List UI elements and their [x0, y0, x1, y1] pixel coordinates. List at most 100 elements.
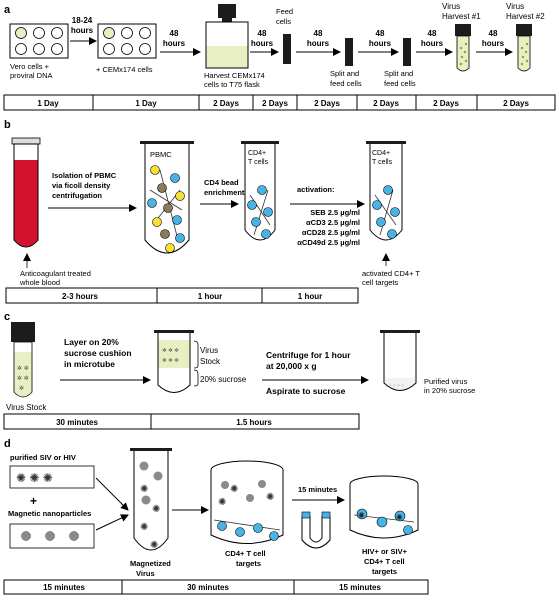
sucrose-microtube: ✲ ✲ ✲ ✲ ✲ ✲	[154, 330, 194, 393]
isolation-label-1: Isolation of PBMC	[52, 171, 117, 180]
magnetized-label-1: Magnetized	[130, 559, 171, 568]
timeline-a-cell: 1 Day	[135, 99, 157, 108]
timeline-a-cell: 1 Day	[37, 99, 59, 108]
a-time-1b: hours	[71, 26, 94, 35]
virus1-label-2: Harvest #1	[442, 12, 481, 21]
vero-label-2: proviral DNA	[10, 71, 53, 80]
a-time-2a: 48	[170, 29, 179, 38]
svg-text:✺: ✺	[358, 511, 365, 520]
panel-a-label: a	[4, 4, 11, 16]
a-time-4a: 48	[314, 29, 323, 38]
timeline-d-cell: 15 minutes	[339, 583, 381, 592]
blood-label-2: whole blood	[19, 278, 60, 287]
isolation-label-3: centrifugation	[52, 191, 102, 200]
timeline-a-cell: 2 Days	[314, 99, 340, 108]
nanoparticle-box	[9, 523, 95, 549]
a-time-7b: hours	[482, 39, 505, 48]
panel-a: a Vero cells + proviral DNA 18-24 hours …	[3, 2, 556, 111]
targets-label-1: CD4+ T cell	[225, 549, 266, 558]
layer-label-1: Layer on 20%	[64, 337, 119, 347]
a-time-5a: 48	[376, 29, 385, 38]
svg-text:⁘⁘⁘⁘: ⁘⁘⁘⁘	[388, 383, 405, 389]
svg-text:✲ ✲ ✲: ✲ ✲ ✲	[162, 347, 179, 354]
timeline-c-cell: 1.5 hours	[236, 418, 272, 427]
d-plus: +	[30, 494, 37, 508]
virus-stock-tube: ✲ ✲ ✲ ✲ ✲	[11, 322, 35, 398]
magnet-icon	[301, 511, 331, 549]
pbmc-label: PBMC	[150, 150, 172, 159]
activation-item: αCD49d 2.5 µg/ml	[297, 238, 360, 247]
a-time-6a: 48	[428, 29, 437, 38]
cd4-label2-2: T cells	[372, 159, 393, 166]
activation-title: activation:	[297, 185, 335, 194]
blood-label-1: Anticoagulant treated	[20, 269, 91, 278]
infected-label-1: HIV+ or SIV+	[362, 547, 408, 556]
cd4-label2-1: CD4+	[372, 150, 390, 157]
c-virus-label-2: Stock	[200, 357, 221, 366]
svg-text:✺: ✺	[218, 497, 226, 508]
timeline-a-cell: 2 Days	[433, 99, 459, 108]
enrich-label-2: enrichment	[204, 188, 245, 197]
infected-targets-cup: ✺ ✺	[349, 475, 419, 539]
layer-label-2: sucrose cushion	[64, 348, 132, 358]
a-time-4b: hours	[307, 39, 330, 48]
c-sucrose-label: 20% sucrose	[200, 375, 247, 384]
a-time-5b: hours	[369, 39, 392, 48]
timeline-a-cell: 2 Days	[262, 99, 288, 108]
cd4-targets-cup: ✺ ✺ ✺	[210, 460, 284, 544]
split2-label-1: Split and	[384, 69, 413, 78]
svg-text:✲ ✲ ✲: ✲ ✲ ✲	[162, 357, 179, 364]
svg-text:✺: ✺	[152, 504, 160, 515]
svg-text:✲ ✲: ✲ ✲	[17, 375, 29, 382]
panel-b-label: b	[4, 119, 11, 131]
timeline-b: 2-3 hours 1 hour 1 hour	[5, 287, 359, 304]
activated-label-2: cell targets	[362, 278, 399, 287]
activation-item: αCD3 2.5 µg/ml	[306, 218, 360, 227]
cd4-label-2: T cells	[248, 159, 269, 166]
purified-tube: ⁘⁘⁘⁘	[380, 330, 420, 391]
pbmc-tube	[140, 141, 194, 254]
virus-box: ✺ ✺ ✺	[9, 465, 95, 489]
t75-flask	[205, 4, 249, 69]
harvest-label-2: cells to T75 flask	[204, 80, 260, 89]
virus1-label-1: Virus	[442, 2, 460, 11]
activation-item: αCD28 2.5 µg/ml	[302, 228, 360, 237]
split1-label-1: Split and	[330, 69, 359, 78]
centrifuge-label-2: at 20,000 x g	[266, 361, 317, 371]
panel-d: d purified SIV or HIV ✺ ✺ ✺ + Magnetic n…	[3, 438, 429, 595]
panel-d-label: d	[4, 438, 11, 450]
d-magnetic-label: Magnetic nanoparticles	[8, 509, 91, 518]
timeline-d-cell: 15 minutes	[43, 583, 85, 592]
timeline-a-cell: 2 Days	[213, 99, 239, 108]
svg-text:✲ ✲: ✲ ✲	[17, 365, 29, 372]
magnetized-virus-tube: ✺ ✺ ✺ ✺	[130, 448, 172, 551]
split2-flask-bar	[403, 38, 411, 66]
vero-plate	[9, 23, 69, 59]
purified-label-1: Purified virus	[424, 377, 468, 386]
split1-flask-bar	[345, 38, 353, 66]
virus-harvest-tube-1	[455, 24, 471, 72]
isolation-label-2: via ficoll density	[52, 181, 111, 190]
split1-label-2: feed cells	[330, 79, 362, 88]
timeline-b-cell: 1 hour	[298, 292, 322, 301]
svg-text:✺: ✺	[266, 492, 274, 503]
timeline-c-cell: 30 minutes	[56, 418, 98, 427]
feed-label-1: Feed	[276, 7, 293, 16]
svg-text:✺: ✺	[230, 484, 238, 495]
cemx-plate	[97, 23, 157, 59]
svg-text:✺: ✺	[150, 540, 158, 551]
panel-b: b Anticoagulant treated whole blood Isol…	[4, 119, 420, 304]
timeline-a-cell: 2 Days	[373, 99, 399, 108]
cd4-tube	[241, 141, 279, 241]
timeline-b-cell: 1 hour	[198, 292, 222, 301]
timeline-d: 15 minutes 30 minutes 15 minutes	[3, 579, 429, 595]
blood-tube	[11, 137, 41, 248]
split2-label-2: feed cells	[384, 79, 416, 88]
layer-label-3: in microtube	[64, 359, 115, 369]
d-minutes-label: 15 minutes	[298, 485, 337, 494]
centrifuge-label-1: Centrifuge for 1 hour	[266, 350, 351, 360]
activated-label-1: activated CD4+ T	[362, 269, 420, 278]
a-time-2b: hours	[163, 39, 186, 48]
a-time-6b: hours	[421, 39, 444, 48]
